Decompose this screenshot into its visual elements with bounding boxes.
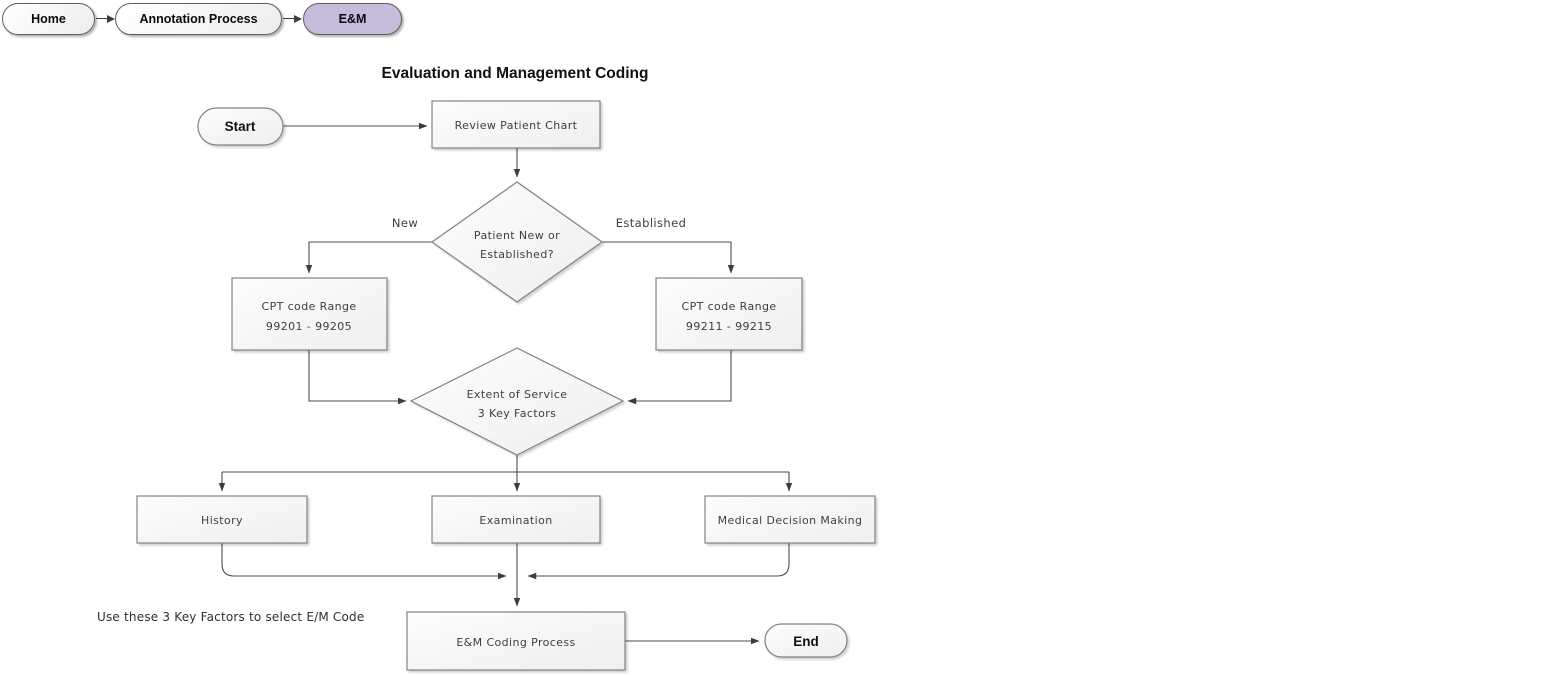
review-label: Review Patient Chart — [455, 119, 578, 132]
cpt-established-node — [655, 277, 803, 351]
mdm-node — [704, 495, 876, 544]
key-factors-note: Use these 3 Key Factors to select E/M Co… — [97, 610, 365, 624]
decision1-label-line1: Patient New or — [474, 229, 560, 242]
end-node — [764, 623, 848, 658]
history-node — [136, 495, 308, 544]
end-label: End — [793, 634, 819, 649]
decision1-label-line2: Established? — [480, 248, 554, 261]
start-label: Start — [225, 119, 256, 134]
connector-edges — [218, 122, 793, 645]
cpt-established-label-line2: 99211 - 99215 — [686, 320, 772, 333]
decision-extent-node — [409, 347, 625, 456]
breadcrumb-item-em-active[interactable]: E&M — [303, 3, 402, 35]
decision2-label-line1: Extent of Service — [467, 388, 568, 401]
edge-cptnew-to-decision2 — [308, 350, 407, 405]
breadcrumb-item-annotation-process[interactable]: Annotation Process — [115, 3, 282, 35]
cpt-new-node — [231, 277, 388, 351]
start-node — [197, 107, 284, 146]
examination-node — [431, 495, 601, 544]
breadcrumb-item-home[interactable]: Home — [2, 3, 95, 35]
branch-label-new: New — [392, 216, 418, 230]
coding-process-label: E&M Coding Process — [456, 636, 575, 649]
breadcrumb-arrow-icon — [96, 14, 115, 23]
breadcrumb: Home Annotation Process E&M — [0, 0, 560, 45]
decision2-label-line2: 3 Key Factors — [478, 407, 557, 420]
mdm-label: Medical Decision Making — [718, 514, 863, 527]
examination-label: Examination — [479, 514, 552, 527]
coding-process-node — [406, 611, 626, 671]
edge-history-converge — [221, 543, 507, 580]
review-patient-chart-node — [431, 100, 601, 149]
cpt-new-label-line1: CPT code Range — [261, 300, 356, 313]
branch-label-established: Established — [616, 216, 687, 230]
history-label: History — [201, 514, 243, 527]
cpt-new-label-line2: 99201 - 99205 — [266, 320, 352, 333]
decision-new-established-node — [430, 181, 604, 303]
edge-decision1-established — [602, 241, 735, 274]
cpt-established-label-line1: CPT code Range — [681, 300, 776, 313]
breadcrumb-arrow-icon — [283, 14, 302, 23]
edge-cptest-to-decision2 — [627, 350, 732, 405]
edge-mdm-converge — [527, 543, 790, 580]
page-title: Evaluation and Management Coding — [381, 65, 649, 83]
edge-decision1-new — [305, 241, 432, 274]
